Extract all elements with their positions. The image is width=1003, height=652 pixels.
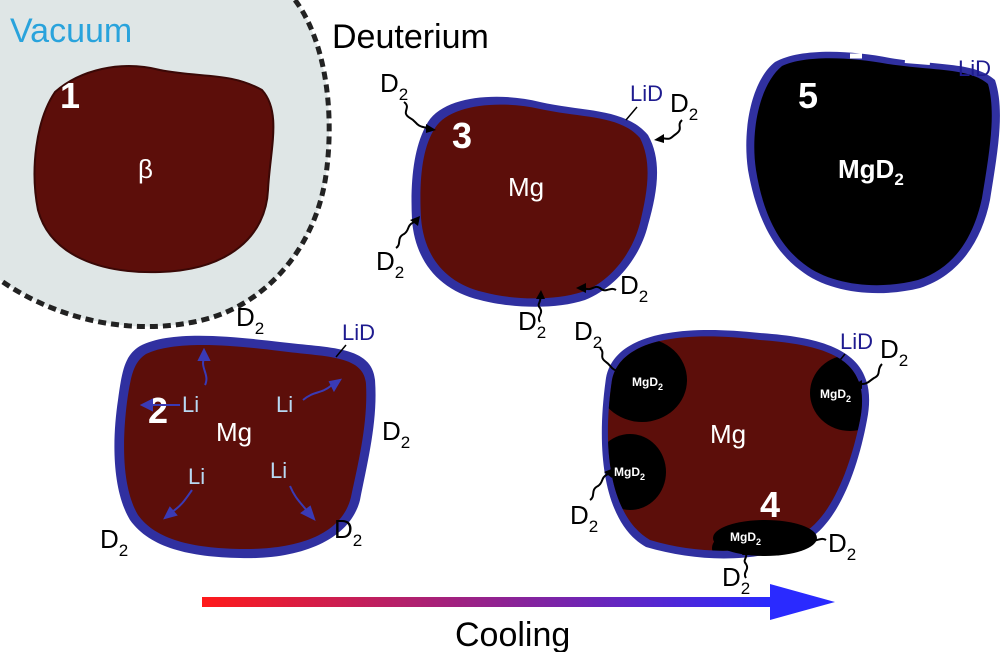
d2-label-p3-top-left: D2 [380, 68, 408, 104]
particle-4-number: 4 [760, 484, 780, 525]
particle-5-shell-gap [904, 57, 931, 65]
particle-5: 5 MgD2 LiD [746, 51, 1000, 294]
li-label-2: Li [276, 392, 293, 417]
particle-2-lid-label: LiD [342, 320, 375, 345]
d2-arrow-p3-top-left-head [426, 124, 436, 133]
particle-4: MgD2 MgD2 MgD2 MgD2 4 Mg LiD [601, 329, 873, 559]
d2-label-p2-bottom-left: D2 [100, 524, 128, 560]
li-diffusion-arrows [139, 347, 343, 521]
d2-label-p4-bottom: D2 [722, 562, 750, 598]
li-arrow-upright [302, 384, 333, 401]
particle-1: 1 β [33, 65, 275, 274]
d2-label-p3-left: D2 [376, 246, 404, 282]
d2-arrow-p4-top-left [599, 347, 623, 373]
d2-arrow-p3-bottom-right-head [576, 283, 586, 293]
particle-1-number: 1 [60, 75, 80, 116]
d2-arrow-p3-left [395, 221, 415, 249]
cooling-arrow: Cooling [202, 584, 835, 652]
particle-2-lid-pointer [335, 344, 347, 358]
deuterium-molecules: D2 D2 D2 D2 D2 D2 D2 D2 D2 D2 D2 D2 D2 D… [100, 68, 908, 598]
cooling-arrow-head [770, 584, 835, 620]
vacuum-label: Vacuum [10, 12, 132, 50]
d2-label-p3-bottom-right: D2 [620, 270, 648, 306]
particle-3-number: 3 [452, 115, 472, 156]
d2-arrow-p4-top-left-head [620, 368, 630, 377]
d2-arrow-p4-bottom [743, 551, 749, 579]
hydride-label-4: MgD2 [730, 530, 761, 547]
d2-label-p3-bottom: D2 [518, 306, 546, 342]
li-arrow-downleft [171, 489, 193, 513]
particle-3-lid-label: LiD [630, 81, 663, 106]
d2-label-p2-right: D2 [382, 416, 410, 452]
li-arrow-up-head [197, 347, 211, 361]
hydride-label-2: MgD2 [820, 387, 851, 404]
deuterium-label: Deuterium [332, 18, 489, 56]
particle-2-body [124, 344, 367, 550]
d2-arrows [395, 101, 883, 579]
particle-5-core-label: MgD2 [838, 154, 904, 189]
d2-arrow-p3-bottom-head [536, 290, 545, 299]
hydride-nucleus-4-outer [713, 520, 817, 556]
particle-2-number: 2 [148, 390, 168, 431]
particle-5-hydride [754, 58, 992, 286]
d2-arrow-p3-left-head [410, 216, 420, 226]
d2-arrow-p3-bottom-right [583, 285, 617, 292]
d2-label-p4-top-right: D2 [880, 334, 908, 370]
d2-arrow-p3-top-right-head [654, 134, 664, 143]
particle-2-core-label: Mg [216, 417, 252, 447]
vacuum-boundary [0, 0, 332, 330]
d2-arrow-p3-bottom [537, 295, 543, 323]
d2-arrow-p4-bottom-right [793, 535, 827, 542]
d2-label-p2-top: D2 [236, 302, 264, 338]
particle-4-lid-pointer [835, 353, 846, 366]
particle-4-lid-label: LiD [840, 329, 873, 354]
li-label-1: Li [182, 392, 199, 417]
li-label-3: Li [188, 464, 205, 489]
d2-arrow-p4-bottom-head [742, 546, 751, 555]
hydride-nucleus-2 [810, 355, 863, 431]
particle-3-body [420, 104, 648, 299]
li-arrow-left-head [139, 398, 153, 412]
particle-3-lid-pointer [625, 106, 638, 121]
d2-label-p4-bottom-right: D2 [828, 528, 856, 564]
d2-label-p2-bottom-right: D2 [334, 514, 362, 550]
li-arrow-upright-head [328, 378, 343, 393]
d2-arrow-p4-left-head [604, 468, 614, 478]
d2-label-p4-top-left: D2 [574, 316, 602, 352]
cooling-label: Cooling [455, 616, 570, 652]
li-label-4: Li [270, 458, 287, 483]
particle-2: 2 Mg LiD Li Li Li Li [114, 320, 376, 559]
d2-arrow-p4-bottom-right-head [786, 533, 796, 543]
d2-arrow-p3-top-right [661, 119, 683, 140]
d2-label-p4-left: D2 [570, 500, 598, 536]
particle-4-core-label: Mg [710, 419, 746, 449]
particle-3-core-label: Mg [508, 172, 544, 202]
particle-1-core-label: β [138, 154, 153, 184]
d2-arrow-p4-top-right-head [852, 380, 862, 389]
d2-arrow-p4-left [589, 473, 609, 501]
li-arrow-downright-head [300, 505, 316, 521]
hydride-label-3: MgD2 [614, 465, 645, 482]
particle-3: 3 Mg LiD [411, 81, 663, 307]
li-arrow-downleft-head [163, 506, 178, 520]
d2-arrow-p4-top-right [859, 363, 883, 385]
cooling-arrow-shaft [202, 597, 772, 607]
particle-5-number: 5 [798, 75, 818, 116]
d2-arrow-p3-top-left [403, 101, 429, 129]
particle-1-body [33, 65, 275, 274]
hydride-label-1: MgD2 [632, 375, 663, 392]
d2-label-p3-top-right: D2 [670, 88, 698, 124]
particle-5-lid-label: LiD [958, 56, 991, 81]
